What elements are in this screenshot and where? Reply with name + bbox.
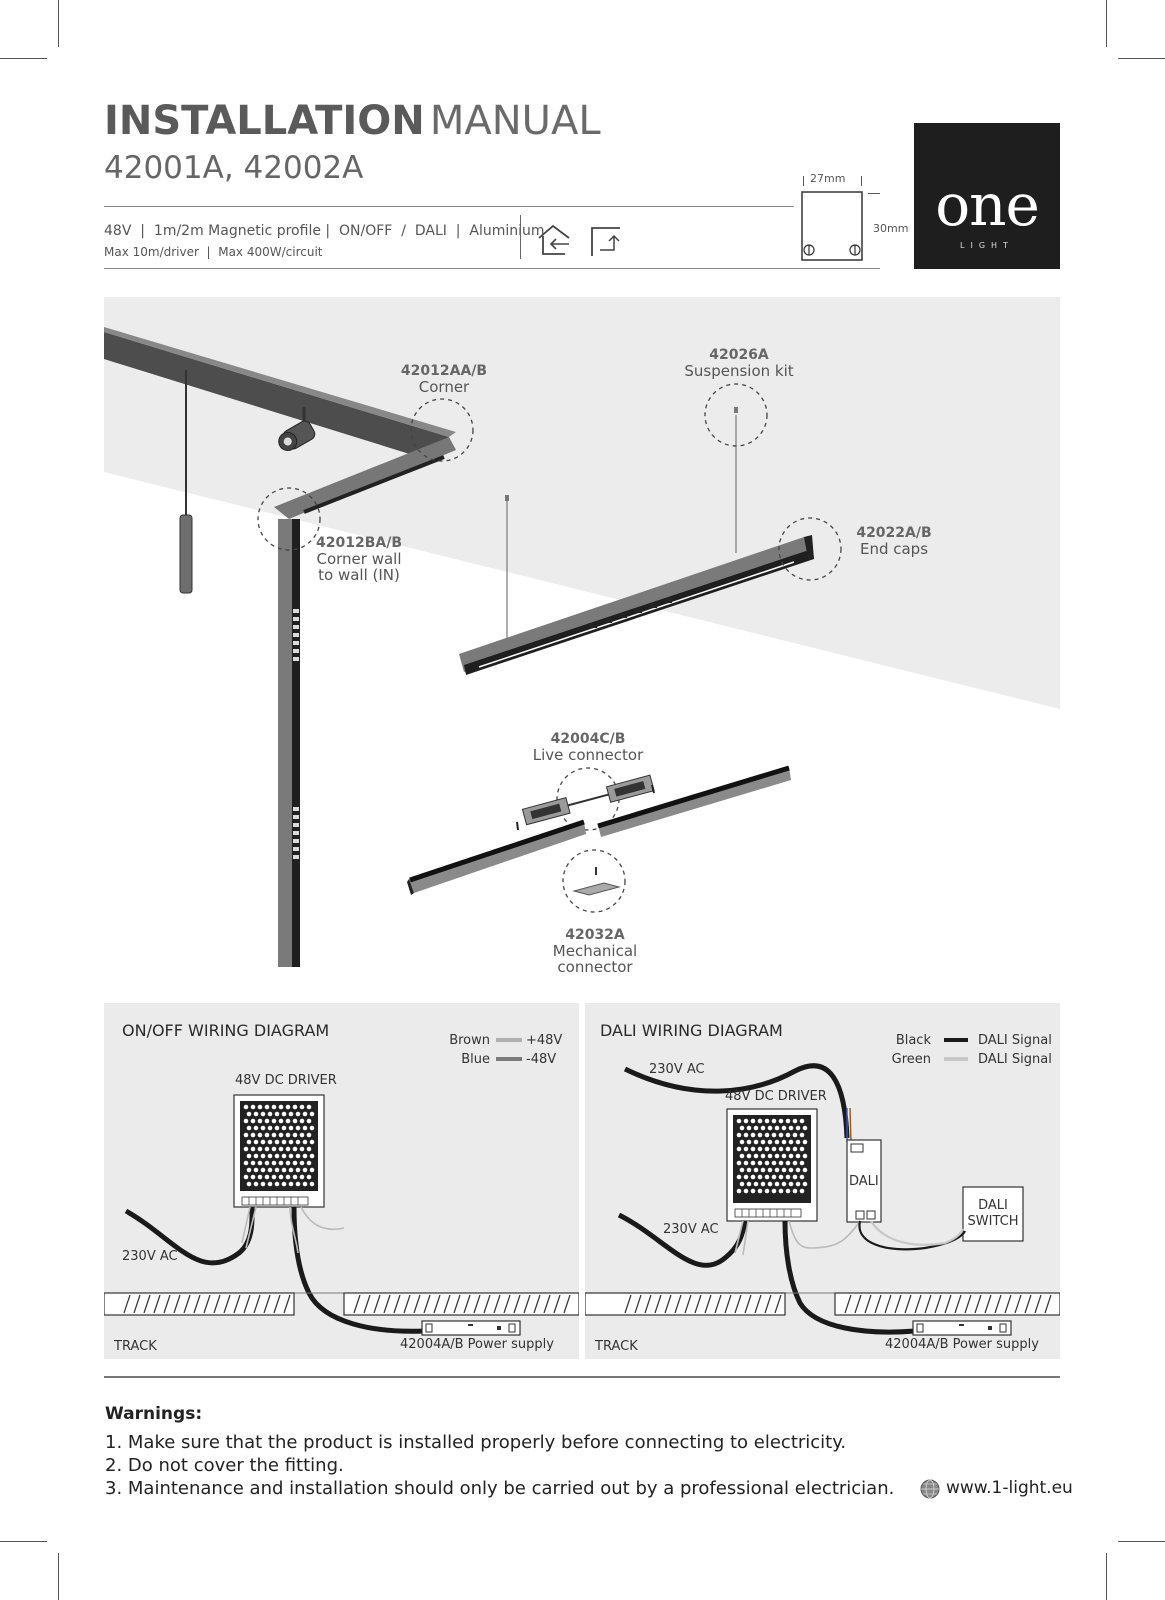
dimension-tick — [861, 176, 862, 186]
callout-code: 42012BA/B — [316, 535, 402, 551]
crop-mark — [1118, 1541, 1165, 1542]
logo-word: one — [935, 171, 1040, 239]
dali-switch-line2: SWITCH — [967, 1214, 1019, 1229]
warning-item: 3. Maintenance and installation should o… — [105, 1478, 895, 1499]
legend-blue-value: -48V — [526, 1052, 557, 1067]
callout-live-connector: 42004C/B Live connector — [530, 731, 646, 763]
header-vertical-divider — [520, 215, 521, 259]
crop-mark — [58, 0, 59, 47]
legend-black-value: DALI Signal — [978, 1033, 1052, 1048]
header-divider — [104, 268, 880, 269]
callout-label: Suspension kit — [684, 362, 794, 380]
warnings-divider — [104, 1376, 1060, 1378]
psu-label: 42004A/B Power supply — [400, 1337, 554, 1352]
illustration-svg — [104, 297, 1060, 967]
surface-mount-icon — [591, 227, 620, 256]
callout-end-caps: 42022A/B End caps — [844, 525, 944, 557]
header-divider — [104, 206, 794, 207]
spec-line-1: 48V | 1m/2m Magnetic profile | ON/OFF / … — [104, 223, 545, 239]
callout-corner-wall: 42012BA/B Corner wall to wall (IN) — [304, 535, 414, 583]
spec-line-2: Max 10m/driver | Max 400W/circuit — [104, 245, 323, 259]
legend-blue-name: Blue — [461, 1052, 490, 1067]
indoor-house-icon — [538, 224, 570, 255]
callout-label: Live connector — [532, 746, 644, 764]
crop-mark — [1106, 0, 1107, 47]
warning-item: 1. Make sure that the product is install… — [105, 1432, 847, 1453]
globe-icon — [920, 1479, 940, 1499]
crop-mark — [1106, 1553, 1107, 1600]
track-label: TRACK — [595, 1339, 638, 1354]
model-numbers: 42001A, 42002A — [104, 150, 364, 186]
brand-logo: one LIGHT — [914, 123, 1060, 269]
crop-mark — [1118, 58, 1165, 59]
dali-title: DALI WIRING DIAGRAM — [600, 1021, 783, 1040]
callout-suspension: 42026A Suspension kit — [679, 347, 799, 379]
title-light: MANUAL — [429, 98, 601, 144]
track-label: TRACK — [114, 1339, 157, 1354]
callout-label: Corner — [418, 378, 470, 396]
logo-sub: LIGHT — [960, 241, 1014, 250]
crop-mark — [58, 1553, 59, 1600]
warnings-title: Warnings: — [105, 1404, 203, 1424]
page-title: INSTALLATION MANUAL — [104, 98, 601, 144]
callout-code: 42012AA/B — [400, 363, 488, 379]
callout-mechanical: 42032A Mechanical connector — [540, 927, 650, 975]
legend-green-value: DALI Signal — [978, 1052, 1052, 1067]
legend-black-name: Black — [895, 1033, 931, 1048]
ac-top-label: 230V AC — [649, 1062, 705, 1077]
driver-label: 48V DC DRIVER — [235, 1073, 337, 1088]
profile-cross-section — [801, 191, 863, 261]
dimension-tick — [868, 193, 880, 194]
website-link[interactable]: www.1-light.eu — [946, 1478, 1073, 1498]
legend-brown-value: +48V — [526, 1033, 563, 1048]
psu-label: 42004A/B Power supply — [885, 1337, 1039, 1352]
dimension-height: 30mm — [873, 222, 909, 235]
onoff-title: ON/OFF WIRING DIAGRAM — [122, 1021, 330, 1040]
dali-switch-line1: DALI — [978, 1198, 1008, 1213]
driver-label: 48V DC DRIVER — [725, 1089, 827, 1104]
crop-mark — [0, 1541, 47, 1542]
callout-code: 42004C/B — [550, 731, 626, 747]
callout-label: End caps — [859, 540, 929, 558]
callout-label: Mechanical — [552, 942, 638, 960]
crop-mark — [0, 58, 47, 59]
callout-label: Corner wall — [316, 550, 402, 568]
title-bold: INSTALLATION — [104, 98, 425, 144]
dali-switch-label: DALI SWITCH — [963, 1198, 1023, 1230]
callout-corner: 42012AA/B Corner — [394, 363, 494, 395]
dimension-tick — [803, 176, 804, 186]
dali-wiring-svg — [585, 1038, 1060, 1336]
callout-label: to wall (IN) — [318, 566, 400, 584]
onoff-wiring-panel: ON/OFF WIRING DIAGRAM Brown +48V Blue -4… — [104, 1003, 579, 1359]
callout-code: 42022A/B — [856, 525, 932, 541]
callout-label: connector — [557, 958, 633, 976]
dali-wiring-panel: DALI WIRING DIAGRAM Black DALI Signal Gr… — [585, 1003, 1060, 1359]
ac-label: 230V AC — [122, 1249, 178, 1264]
onoff-wiring-svg — [104, 1038, 579, 1336]
dali-box-label: DALI — [849, 1174, 879, 1189]
ac-label: 230V AC — [663, 1222, 719, 1237]
callout-code: 42032A — [565, 927, 625, 943]
legend-brown-name: Brown — [449, 1033, 490, 1048]
warning-item: 2. Do not cover the fitting. — [105, 1455, 344, 1476]
legend-green-name: Green — [891, 1052, 931, 1067]
dimension-width: 27mm — [810, 172, 846, 185]
callout-code: 42026A — [709, 347, 769, 363]
installation-illustration: 42012AA/B Corner 42026A Suspension kit 4… — [104, 297, 1060, 997]
